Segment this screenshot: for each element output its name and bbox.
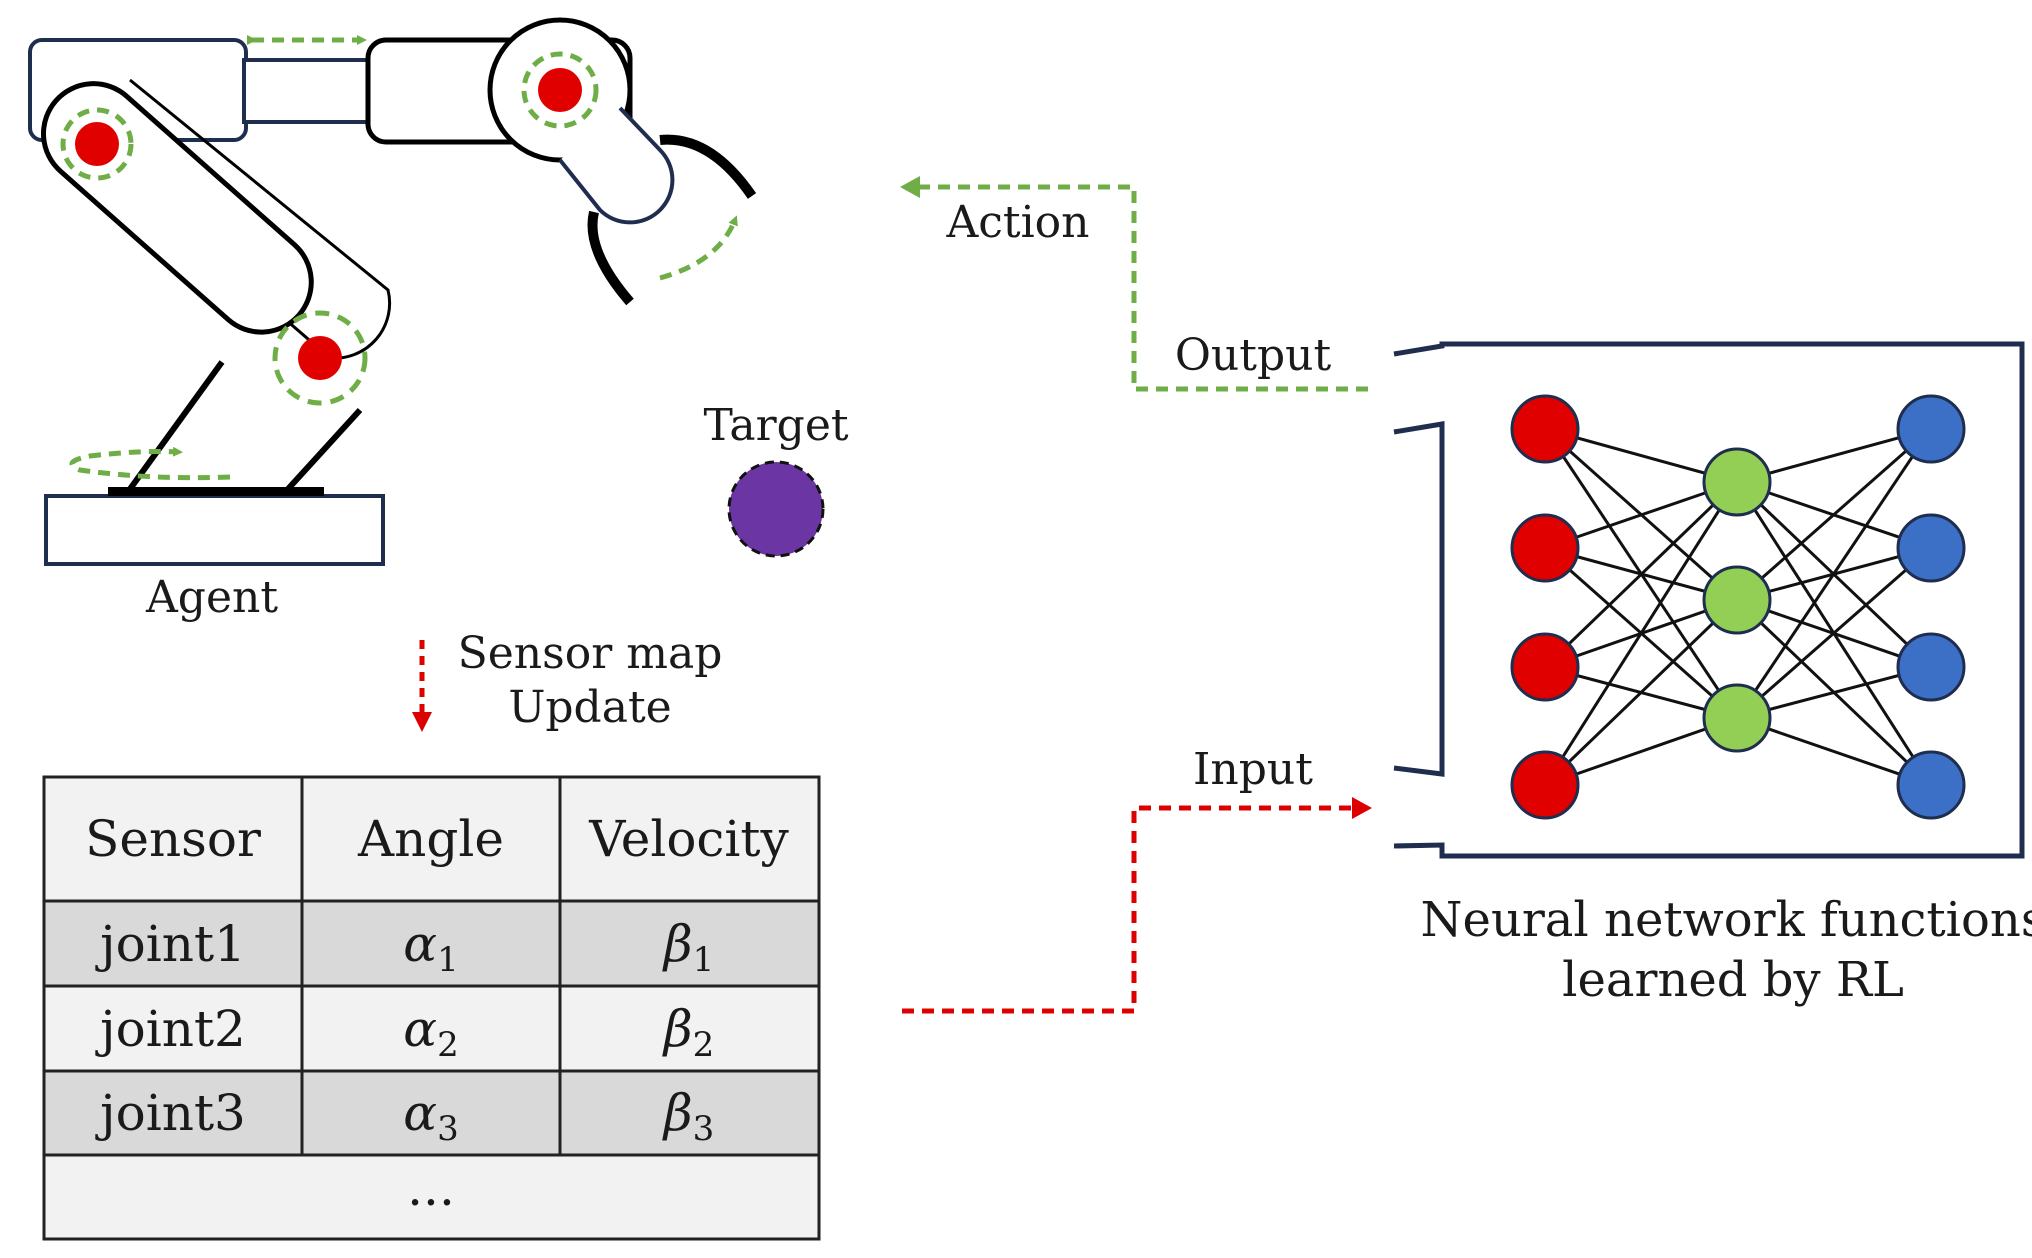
table-cell-sensor: joint1 [95, 915, 246, 973]
joint-wrist-red-dot [538, 68, 582, 112]
nn-edge [1543, 480, 1739, 669]
target-label: Target [703, 400, 848, 451]
nn-edge [1736, 427, 1932, 602]
input-arrow [902, 805, 1352, 1014]
table-cell-angle: α1 [403, 915, 458, 980]
table-header-sensor: Sensor [85, 810, 261, 868]
robot-wrist [558, 106, 675, 225]
agent-label: Agent [145, 572, 278, 623]
joint-elbow-red-dot [298, 336, 342, 380]
robot-base-mount [108, 487, 324, 496]
nn-edge [1735, 428, 1933, 719]
sensor-map-update: Sensor map Update [412, 628, 722, 733]
nn-output-node [1896, 394, 1966, 464]
input-flow: Input [902, 744, 1372, 1014]
action-label: Action [946, 197, 1090, 248]
nn-nodes [1510, 394, 1966, 820]
nn-input-node [1510, 513, 1580, 583]
table-header-row [44, 777, 819, 901]
joint-shoulder-ring [60, 107, 134, 181]
table-cell-angle: α2 [403, 1000, 458, 1065]
nn-caption-line1: Neural network functions [1421, 892, 2032, 948]
output-label: Output [1175, 330, 1332, 381]
table-border [42, 775, 821, 1241]
joint-shoulder-red-dot [75, 122, 119, 166]
nn-hidden-node [1702, 565, 1772, 635]
nn-caption-line2: learned by RL [1562, 952, 1904, 1008]
table-cell-sensor: joint3 [95, 1084, 246, 1142]
target-marker [727, 460, 825, 558]
nn-edge [1736, 546, 1932, 720]
robot-gripper-upper [659, 134, 757, 199]
action-flow: Action Output [900, 176, 1368, 392]
action-arrowhead [900, 176, 920, 198]
robot-stand-leg-left [127, 360, 225, 491]
robot-base [44, 494, 385, 566]
table-cell-angle: α3 [403, 1084, 458, 1149]
joint-wrist-ring [521, 51, 599, 129]
nn-hidden-node [1702, 683, 1772, 753]
table-cell-sensor: joint2 [95, 1000, 246, 1058]
robot-stand-leg-right [285, 407, 363, 492]
table-row-ellipsis [44, 1155, 819, 1239]
sensor-update-arrowhead [412, 712, 432, 732]
table-row [44, 1071, 819, 1155]
joint-elbow-ring [272, 310, 368, 406]
input-arrowhead [1352, 797, 1372, 819]
nn-edge [1543, 481, 1739, 786]
nn-hidden-node [1702, 447, 1772, 517]
robot-arm: Agent [28, 17, 757, 623]
nn-input-node [1510, 632, 1580, 702]
nn-output-node [1896, 513, 1966, 583]
motion-arrow-base-rotation [69, 446, 231, 481]
table-row [44, 986, 819, 1071]
table-cell-velocity: β2 [662, 1000, 715, 1065]
nn-input-node [1510, 394, 1580, 464]
table-cell-velocity: β1 [662, 915, 715, 980]
nn-edge [1543, 598, 1739, 787]
table-ellipsis: ... [407, 1159, 455, 1217]
sensor-table: Sensor Angle Velocity joint1 α1 β1 joint… [42, 775, 821, 1241]
nn-input-node [1510, 750, 1580, 820]
table-cell-velocity: β3 [662, 1084, 715, 1149]
nn-output-node [1896, 750, 1966, 820]
robot-gripper-lower [587, 210, 634, 306]
nn-input-bracket [1393, 421, 1445, 777]
table-row [44, 901, 819, 986]
action-arrow [920, 184, 1368, 392]
neural-network: Neural network functions learned by RL [1393, 341, 2032, 1008]
nn-output-node [1896, 632, 1966, 702]
input-label: Input [1193, 744, 1313, 795]
sensor-map-label: Sensor map [458, 628, 723, 679]
robot-connector-link [242, 58, 372, 124]
motion-arrow-gripper [659, 215, 738, 281]
update-label: Update [508, 682, 671, 733]
target: Target [703, 400, 849, 558]
table-header-velocity: Velocity [588, 810, 789, 868]
table-header-angle: Angle [357, 810, 504, 868]
nn-frame [1393, 341, 2025, 859]
